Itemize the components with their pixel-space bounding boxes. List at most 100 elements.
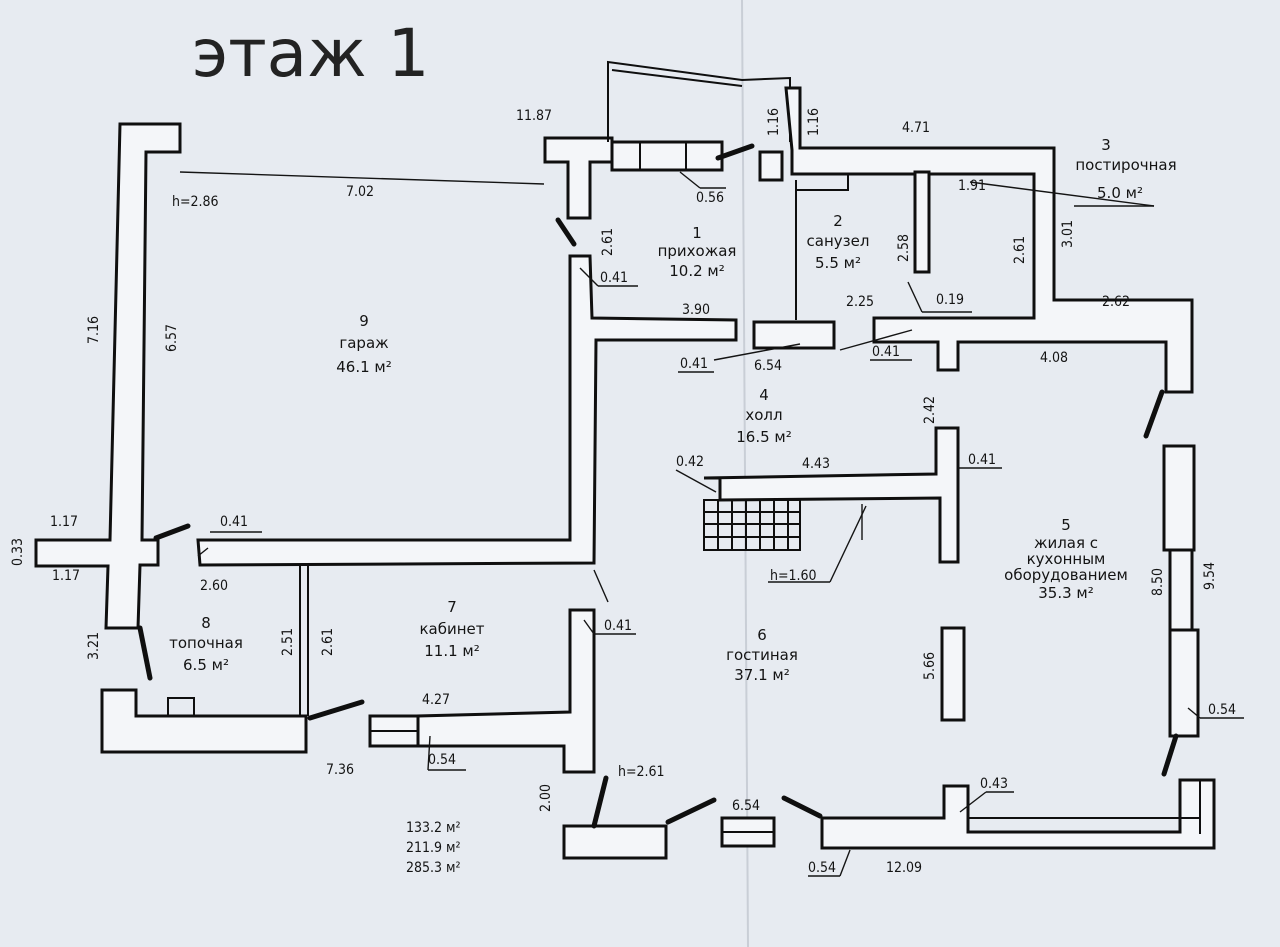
svg-text:46.1 м²: 46.1 м² <box>336 358 392 376</box>
dim-3-21: 3.21 <box>86 632 102 660</box>
room-4-label: 4 холл 16.5 м² <box>736 386 792 446</box>
svg-text:гостиная: гостиная <box>726 646 798 664</box>
svg-text:оборудованием: оборудованием <box>1004 566 1128 584</box>
dim-1-16b: 1.16 <box>806 108 822 136</box>
east-wall-lower <box>1168 628 1200 738</box>
dim-6-54b: 6.54 <box>732 798 760 814</box>
svg-text:холл: холл <box>745 406 782 424</box>
room-2-label: 2 санузел 5.5 м² <box>807 212 870 272</box>
svg-text:санузел: санузел <box>807 232 870 250</box>
dim-0-54b: 0.54 <box>1208 702 1236 718</box>
dim-0-41f: 0.41 <box>604 618 632 634</box>
dim-2-42: 2.42 <box>922 396 938 424</box>
entrance-window <box>610 140 724 172</box>
boiler-symbol <box>167 697 195 717</box>
dim-0-19: 0.19 <box>936 292 964 308</box>
svg-text:4: 4 <box>759 386 769 404</box>
dim-4-08: 4.08 <box>1040 350 1068 366</box>
room-6-label: 6 гостиная 37.1 м² <box>726 626 798 684</box>
dim-1-17a: 1.17 <box>50 514 78 530</box>
dim-0-56: 0.56 <box>696 190 724 206</box>
room-7-label: 7 кабинет 11.1 м² <box>419 598 484 660</box>
entrance-wall <box>543 136 614 220</box>
room-8-label: 8 топочная 6.5 м² <box>169 614 243 674</box>
area-totals: 133.2 м² 211.9 м² 285.3 м² <box>406 820 461 876</box>
svg-text:10.2 м²: 10.2 м² <box>669 262 725 280</box>
svg-text:11.1 м²: 11.1 м² <box>424 642 480 660</box>
svg-text:2: 2 <box>833 212 843 230</box>
svg-text:кабинет: кабинет <box>419 620 484 638</box>
dim-0-41c: 0.41 <box>680 356 708 372</box>
dim-2-58: 2.58 <box>896 234 912 262</box>
kitchen-island <box>940 626 966 722</box>
dim-7-02: 7.02 <box>346 184 374 200</box>
svg-text:кухонным: кухонным <box>1027 550 1106 568</box>
garage-south-wall <box>196 254 738 567</box>
height-2-61: h=2.61 <box>618 764 665 780</box>
dim-2-00: 2.00 <box>538 784 554 812</box>
south-east-wall <box>820 778 1216 850</box>
dim-0-54c: 0.54 <box>808 860 836 876</box>
dim-0-42: 0.42 <box>676 454 704 470</box>
bathroom-partition <box>913 170 931 274</box>
bathroom-wall <box>784 86 1194 394</box>
dim-0-33: 0.33 <box>10 538 26 566</box>
dim-8-50: 8.50 <box>1150 568 1166 596</box>
height-2-86: h=2.86 <box>172 194 219 210</box>
dim-7-16: 7.16 <box>86 316 102 344</box>
svg-text:жилая с: жилая с <box>1034 534 1098 552</box>
svg-text:35.3 м²: 35.3 м² <box>1038 584 1094 602</box>
svg-text:гараж: гараж <box>339 334 388 352</box>
dim-6-54a: 6.54 <box>754 358 782 374</box>
dim-4-43: 4.43 <box>802 456 830 472</box>
dim-2-61a: 2.61 <box>600 228 616 256</box>
doors <box>137 143 1179 829</box>
paper-fold <box>741 0 749 947</box>
total-3: 285.3 м² <box>406 860 461 876</box>
dim-4-71: 4.71 <box>902 120 930 136</box>
dim-6-57: 6.57 <box>164 324 180 352</box>
room-3-label: 3 постирочная 5.0 м² <box>1075 136 1176 202</box>
dim-0-41e: 0.41 <box>220 514 248 530</box>
dim-7-36: 7.36 <box>326 762 354 778</box>
svg-text:37.1 м²: 37.1 м² <box>734 666 790 684</box>
svg-text:5: 5 <box>1061 516 1071 534</box>
dim-0-41b: 0.41 <box>872 344 900 360</box>
boiler-south-wall <box>100 688 308 754</box>
dim-2-61b: 2.61 <box>1012 236 1028 264</box>
dim-4-27: 4.27 <box>422 692 450 708</box>
svg-text:7: 7 <box>447 598 457 616</box>
room-labels: 1 прихожая 10.2 м² 2 санузел 5.5 м² 3 по… <box>169 136 1177 684</box>
dim-1-91: 1.91 <box>958 178 986 194</box>
svg-text:16.5 м²: 16.5 м² <box>736 428 792 446</box>
svg-text:постирочная: постирочная <box>1075 156 1176 174</box>
dim-1-17b: 1.17 <box>52 568 80 584</box>
svg-text:прихожая: прихожая <box>658 242 737 260</box>
hall-pier <box>752 320 836 350</box>
leader-lines <box>179 171 1244 877</box>
south-center-wall <box>562 824 668 860</box>
bathroom-window <box>758 150 784 182</box>
room-9-label: 9 гараж 46.1 м² <box>336 312 392 376</box>
living-center-wall <box>703 426 960 564</box>
garage-west-wall <box>34 122 182 630</box>
east-wall-upper <box>1162 444 1196 552</box>
dim-11-87: 11.87 <box>516 108 552 124</box>
total-1: 133.2 м² <box>406 820 461 836</box>
floor-title: этаж 1 <box>192 15 430 92</box>
room-1-label: 1 прихожая 10.2 м² <box>658 224 737 280</box>
cabinet-wall <box>416 608 596 774</box>
svg-text:6.5 м²: 6.5 м² <box>183 656 229 674</box>
porch-outline <box>607 60 791 142</box>
dim-1-16a: 1.16 <box>766 108 782 136</box>
dim-2-60: 2.60 <box>200 578 228 594</box>
svg-text:1: 1 <box>692 224 702 242</box>
staircase <box>703 499 801 551</box>
dim-5-66: 5.66 <box>922 652 938 680</box>
dim-0-41d: 0.41 <box>968 452 996 468</box>
walls <box>34 60 1216 860</box>
dim-2-62: 2.62 <box>1102 294 1130 310</box>
room-5-label: 5 жилая с кухонным оборудованием 35.3 м² <box>1004 516 1128 602</box>
dimension-labels: 11.87 1.16 1.16 4.71 7.02 h=2.86 0.56 2.… <box>10 108 1236 876</box>
